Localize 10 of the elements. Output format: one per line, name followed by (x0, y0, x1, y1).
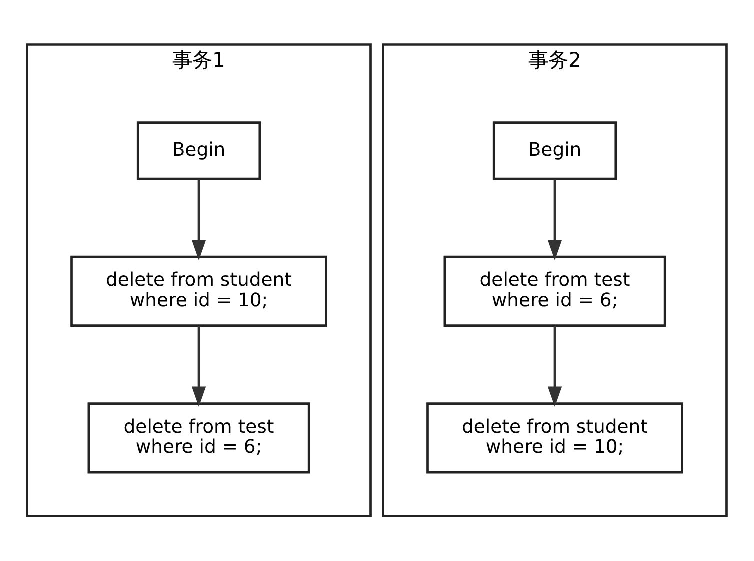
node-box: delete from student where id = 10; (70, 256, 328, 327)
arrow (548, 326, 562, 408)
node-box: delete from student where id = 10; (426, 402, 684, 474)
node-box: Begin (136, 122, 262, 180)
node-box: Begin (492, 122, 618, 180)
arrow (548, 180, 562, 261)
node-box: delete from test where id = 6; (444, 256, 666, 327)
node-box: delete from test where id = 6; (88, 402, 310, 474)
arrow (192, 180, 206, 261)
arrow (192, 326, 206, 408)
